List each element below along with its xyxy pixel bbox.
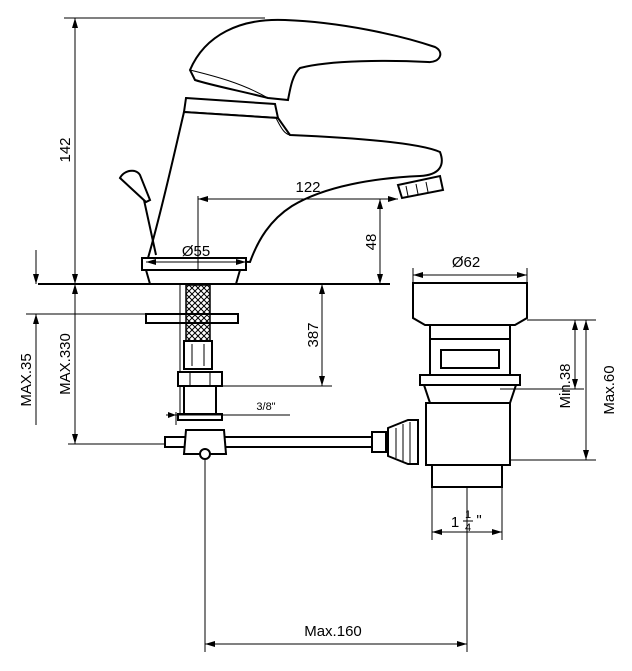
dimension-max-330-label: MAX.330	[57, 333, 74, 395]
faucet-lever-handle	[188, 18, 442, 102]
dimension-waste-whole: 1	[451, 514, 459, 531]
dimension-thread-3-8-label: 3/8"	[256, 401, 275, 413]
pop-up-waste	[387, 282, 528, 488]
dimension-waste-denominator: 4	[465, 522, 471, 534]
dimension-min-38: Min.38	[500, 320, 584, 409]
dimension-387: 387	[222, 284, 332, 387]
dimension-387-label: 387	[305, 322, 322, 347]
pop-up-lift-rod	[118, 169, 157, 256]
dimension-waste-numerator: 1	[465, 509, 471, 521]
dimension-142: 142	[57, 17, 265, 284]
faucet-body	[146, 110, 443, 264]
dimension-thread-3-8: 3/8"	[166, 401, 290, 425]
dimension-48: 48	[340, 198, 390, 284]
dimension-122-label: 122	[295, 179, 320, 196]
dimension-max-60-label: Max.60	[601, 365, 618, 414]
dimension-dia-62: Ø62	[412, 254, 528, 283]
dimension-max-35-label: MAX.35	[18, 353, 35, 406]
dimension-max-160-label: Max.160	[304, 623, 362, 640]
dimension-dia-55: Ø55	[146, 243, 246, 265]
dimension-max-160: Max.160	[204, 459, 468, 652]
supply-connector-3-8	[177, 385, 223, 421]
dimension-142-label: 142	[57, 137, 74, 162]
dimension-max-330: MAX.330	[57, 284, 165, 445]
faucet-base	[141, 257, 247, 285]
dimension-max-60: Max.60	[510, 319, 618, 461]
dimension-min-38-label: Min.38	[557, 363, 574, 408]
dimension-dia-55-label: Ø55	[182, 243, 210, 260]
dimension-waste-inch: "	[476, 512, 481, 529]
hex-nut	[177, 371, 223, 387]
dimension-max-35: MAX.35	[18, 250, 146, 425]
dimension-dia-62-label: Ø62	[452, 254, 480, 271]
pop-up-linkage-rod	[164, 429, 387, 460]
braided-supply-hose	[183, 284, 213, 370]
dimension-48-label: 48	[363, 234, 380, 251]
faucet-aerator	[396, 174, 445, 200]
